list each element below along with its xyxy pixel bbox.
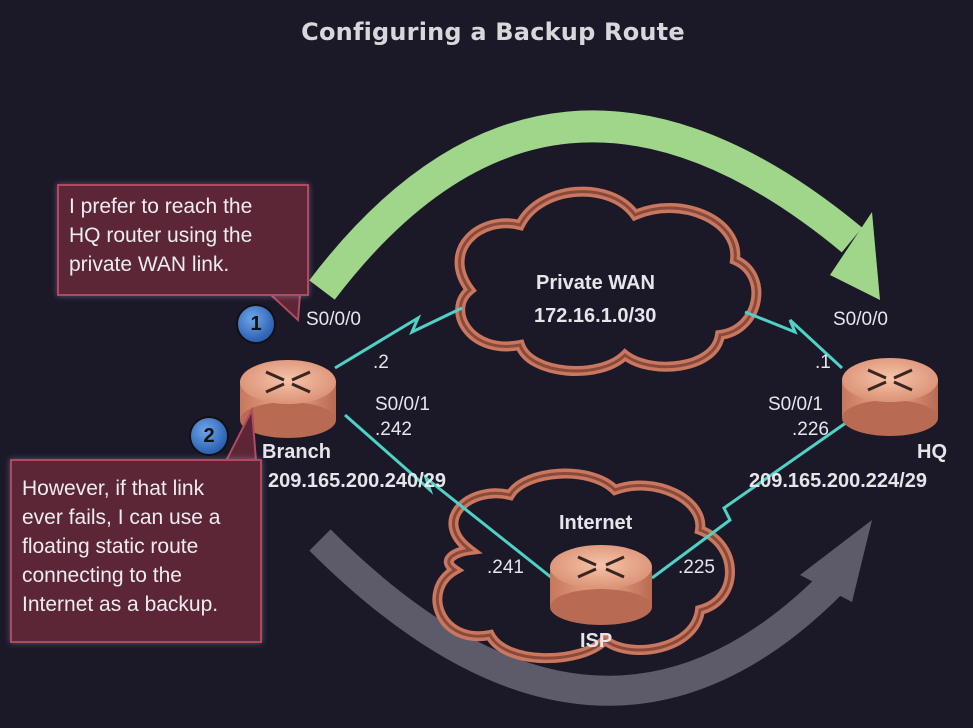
branch-s001-ip: .242 [375,419,412,440]
hq-label: HQ [917,441,947,463]
callout-line: connecting to the [22,564,182,587]
branch-network: 209.165.200.240/29 [268,470,446,492]
primary-route-arrow [309,110,880,300]
branch-label: Branch [262,441,331,463]
private-wan-cloud [454,186,762,376]
hq-s001-label: S0/0/1 [768,394,823,415]
hq-router-icon[interactable] [842,358,938,436]
backup-route-arrow [309,520,872,706]
link-branch-isp [344,413,553,580]
callout-line: private WAN link. [69,253,230,276]
step-1-badge[interactable]: 1 [236,304,276,344]
callout-line: I prefer to reach the [69,195,253,218]
hq-s000-label: S0/0/0 [833,309,888,330]
callout-line: HQ router using the [69,224,253,247]
callout-line: Internet as a backup. [22,593,219,616]
callout-line: ever fails, I can use a [22,506,221,529]
page-title: Configuring a Backup Route [301,18,685,46]
serial-link-hq-wan [744,310,844,370]
branch-s000-ip: .2 [373,352,389,373]
isp-left-ip: .241 [487,557,524,578]
hq-s001-ip: .226 [792,419,829,440]
hq-s000-ip: .1 [815,352,831,373]
isp-router-icon[interactable] [550,545,652,625]
callout-line: floating static route [22,535,199,558]
callout-backup-route: However, if that link ever fails, I can … [10,459,262,643]
private-wan-label: Private WAN [536,272,655,294]
private-wan-network: 172.16.1.0/30 [534,305,657,327]
isp-right-ip: .225 [678,557,715,578]
step-2-badge[interactable]: 2 [189,416,229,456]
isp-label: ISP [580,630,613,652]
branch-s000-label: S0/0/0 [306,309,361,330]
branch-router-icon[interactable] [240,360,336,438]
callout-line: However, if that link [22,477,205,500]
hq-network: 209.165.200.224/29 [749,470,927,492]
internet-label: Internet [559,512,633,534]
branch-s001-label: S0/0/1 [375,394,430,415]
link-isp-hq [651,418,851,580]
serial-link-branch-wan [334,306,463,370]
callout-primary-route: I prefer to reach the HQ router using th… [57,184,309,296]
